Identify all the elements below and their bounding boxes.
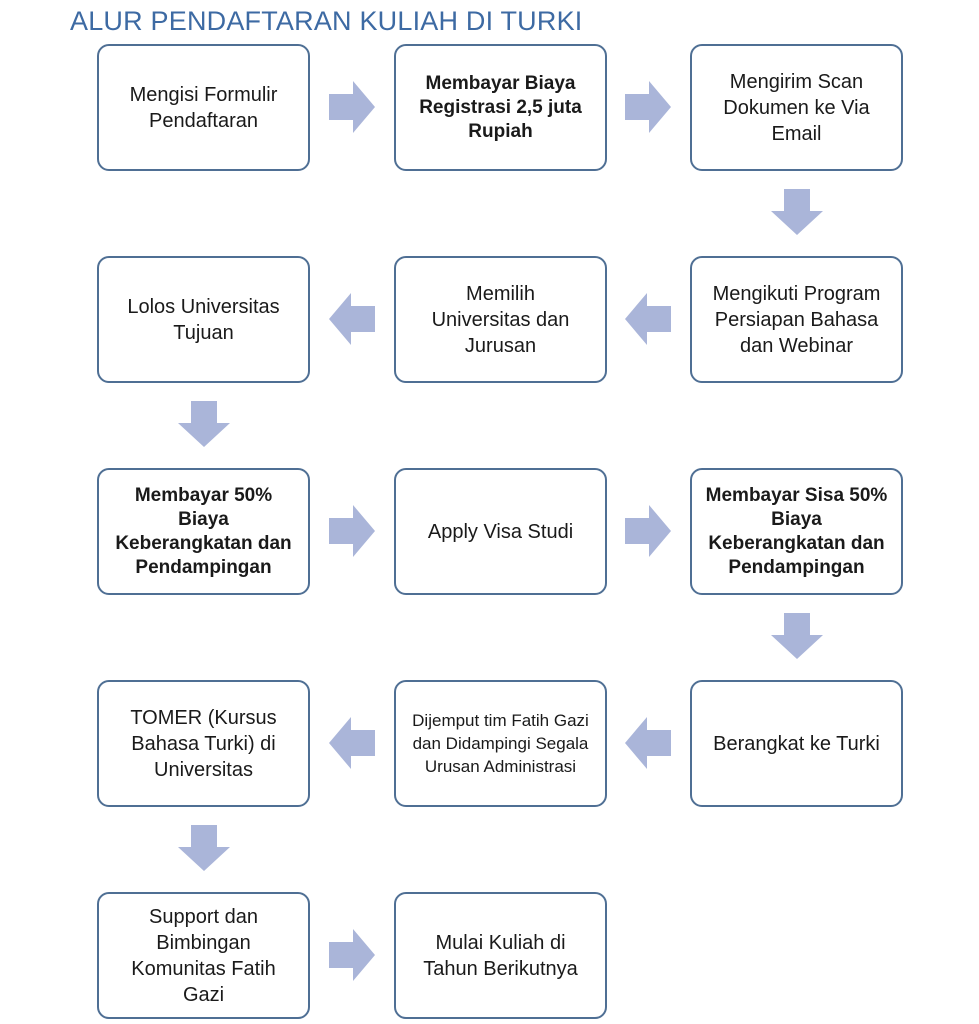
step-9-label: Membayar Sisa 50% Biaya Keberangkatan da… xyxy=(705,484,888,578)
step-12-label: TOMER (Kursus Bahasa Turki) di Universit… xyxy=(130,706,277,781)
step-14-label: Mulai Kuliah di Tahun Berikutnya xyxy=(423,931,578,980)
step-2-box: Membayar Biaya Registrasi 2,5 juta Rupia… xyxy=(394,44,607,171)
step-14-box: Mulai Kuliah di Tahun Berikutnya xyxy=(394,892,607,1019)
step-4-label: Mengikuti Program Persiapan Bahasa dan W… xyxy=(712,282,881,357)
step-4-box: Mengikuti Program Persiapan Bahasa dan W… xyxy=(690,256,903,383)
step-5-box: Memilih Universitas dan Jurusan xyxy=(394,256,607,383)
step-7-label: Membayar 50% Biaya Keberangkatan dan Pen… xyxy=(115,484,292,578)
step-8-box: Apply Visa Studi xyxy=(394,468,607,595)
step-6-label: Lolos Universitas Tujuan xyxy=(127,295,280,344)
arrow-right-icon xyxy=(625,505,671,557)
arrow-right-icon xyxy=(329,505,375,557)
arrow-left-icon xyxy=(329,293,375,345)
step-10-box: Berangkat ke Turki xyxy=(690,680,903,807)
step-12-box: TOMER (Kursus Bahasa Turki) di Universit… xyxy=(97,680,310,807)
step-1-label: Mengisi Formulir Pendaftaran xyxy=(129,83,278,132)
step-10-label: Berangkat ke Turki xyxy=(713,732,880,755)
step-7-box: Membayar 50% Biaya Keberangkatan dan Pen… xyxy=(97,468,310,595)
arrow-down-icon xyxy=(178,825,230,871)
arrow-left-icon xyxy=(329,717,375,769)
step-6-box: Lolos Universitas Tujuan xyxy=(97,256,310,383)
step-11-label: Dijemput tim Fatih Gazi dan Didampingi S… xyxy=(412,711,589,776)
step-5-label: Memilih Universitas dan Jurusan xyxy=(431,282,570,357)
arrow-right-icon xyxy=(329,929,375,981)
step-9-box: Membayar Sisa 50% Biaya Keberangkatan da… xyxy=(690,468,903,595)
arrow-left-icon xyxy=(625,293,671,345)
step-8-label: Apply Visa Studi xyxy=(427,520,574,543)
arrow-right-icon xyxy=(625,81,671,133)
step-3-box: Mengirim Scan Dokumen ke Via Email xyxy=(690,44,903,171)
arrow-down-icon xyxy=(771,613,823,659)
arrow-right-icon xyxy=(329,81,375,133)
arrow-down-icon xyxy=(178,401,230,447)
step-3-label: Mengirim Scan Dokumen ke Via Email xyxy=(723,70,870,145)
step-13-box: Support dan Bimbingan Komunitas Fatih Ga… xyxy=(97,892,310,1019)
step-11-box: Dijemput tim Fatih Gazi dan Didampingi S… xyxy=(394,680,607,807)
step-13-label: Support dan Bimbingan Komunitas Fatih Ga… xyxy=(131,905,276,1006)
page-title: ALUR PENDAFTARAN KULIAH DI TURKI xyxy=(70,6,583,36)
step-1-box: Mengisi Formulir Pendaftaran xyxy=(97,44,310,171)
arrow-down-icon xyxy=(771,189,823,235)
arrow-left-icon xyxy=(625,717,671,769)
step-2-label: Membayar Biaya Registrasi 2,5 juta Rupia… xyxy=(419,72,582,142)
